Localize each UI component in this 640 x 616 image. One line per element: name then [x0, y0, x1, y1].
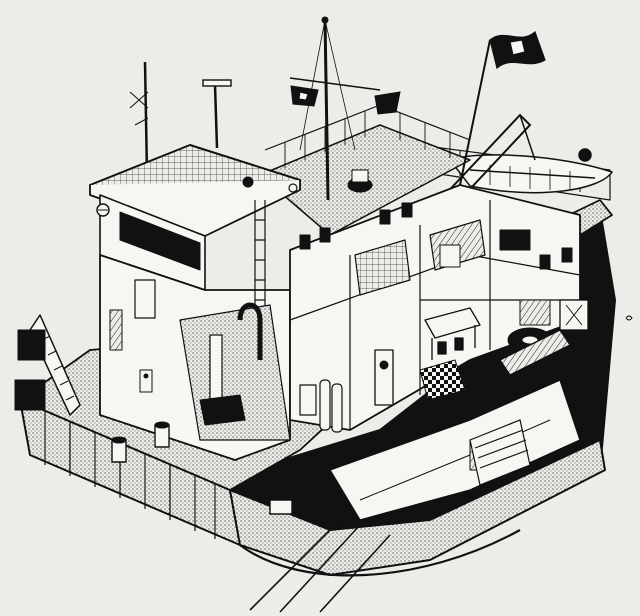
bollard-icon	[111, 436, 127, 463]
pennant-flag-icon	[290, 85, 401, 115]
bollard-icon-2	[154, 421, 170, 448]
galley-floor	[419, 359, 466, 401]
winch-icon	[499, 299, 589, 376]
bollard-icon-3	[269, 499, 293, 515]
gas-cylinders	[299, 379, 343, 433]
aft-mast	[459, 39, 491, 186]
hull-side	[229, 439, 606, 576]
lifeboat	[439, 113, 614, 206]
hull-keel	[239, 529, 521, 577]
bow-equipment	[14, 314, 293, 515]
propeller-shafts	[249, 519, 391, 613]
signal-mast	[143, 61, 149, 176]
accommodation-cutaway	[289, 184, 581, 433]
engine-room-stairs	[469, 419, 531, 486]
wheelhouse-door	[134, 279, 156, 319]
cabin-windows	[299, 202, 573, 270]
artist-mark	[625, 315, 633, 321]
flag-icon	[489, 30, 546, 70]
searchlight-icon	[96, 203, 110, 217]
masts	[129, 16, 491, 201]
fore-superstructure	[99, 200, 291, 461]
mess-table	[424, 307, 481, 360]
deck-winch-icon	[347, 169, 373, 193]
davit-crane	[439, 113, 532, 206]
davit-winch-icon	[578, 148, 592, 162]
radar-mast	[213, 84, 219, 149]
main-mast	[323, 19, 330, 201]
